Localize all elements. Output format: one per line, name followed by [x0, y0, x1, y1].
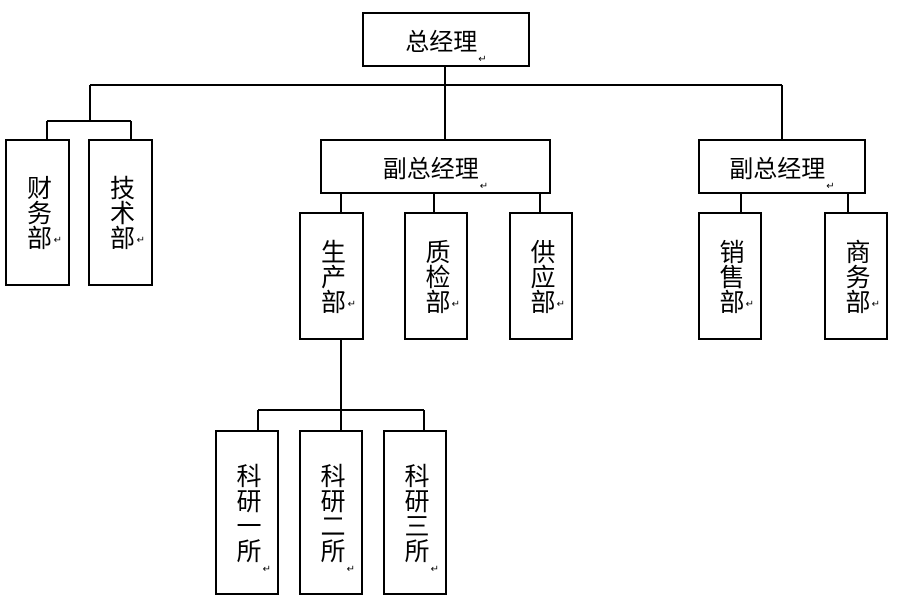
vp2-box: 副总经理↵ [698, 139, 866, 194]
lab1-box: 科研一所 ↵ [215, 430, 279, 595]
paragraph-mark: ↵ [871, 299, 880, 310]
finance-label: 财务部 [23, 175, 53, 250]
lab2-label: 科研二所 [317, 462, 346, 563]
vp1-box: 副总经理↵ [320, 139, 551, 194]
lab3-label: 科研三所 [401, 462, 430, 563]
vp1-label: 副总经理 [382, 155, 479, 183]
paragraph-mark: ↵ [346, 564, 355, 575]
paragraph-mark: ↵ [478, 54, 487, 65]
lab3-box: 科研三所 ↵ [383, 430, 447, 595]
ceo-box: 总经理↵ [362, 12, 530, 67]
sales-label: 销售部 [716, 238, 745, 314]
tech-box: 技术部 ↵ [88, 139, 153, 286]
paragraph-mark: ↵ [745, 299, 754, 310]
ceo-label: 总经理 [405, 28, 478, 56]
paragraph-mark: ↵ [262, 564, 271, 575]
paragraph-mark: ↵ [556, 299, 565, 310]
paragraph-mark: ↵ [826, 181, 835, 192]
production-box: 生产部 ↵ [299, 212, 364, 340]
supply-label: 供应部 [527, 238, 556, 314]
paragraph-mark: ↵ [430, 564, 439, 575]
qc-label: 质检部 [422, 238, 451, 314]
tech-label: 技术部 [106, 175, 136, 250]
production-label: 生产部 [317, 238, 347, 314]
paragraph-mark: ↵ [136, 235, 145, 246]
sales-box: 销售部 ↵ [698, 212, 762, 340]
paragraph-mark: ↵ [347, 299, 356, 310]
lab1-label: 科研一所 [233, 462, 262, 563]
commerce-label: 商务部 [842, 238, 871, 314]
paragraph-mark: ↵ [479, 181, 489, 192]
vp2-label: 副总经理 [729, 155, 826, 183]
lab2-box: 科研二所 ↵ [299, 430, 363, 595]
commerce-box: 商务部 ↵ [824, 212, 888, 340]
paragraph-mark: ↵ [451, 299, 460, 310]
supply-box: 供应部 ↵ [509, 212, 573, 340]
qc-box: 质检部 ↵ [404, 212, 468, 340]
finance-box: 财务部 ↵ [5, 139, 70, 286]
paragraph-mark: ↵ [53, 235, 62, 246]
